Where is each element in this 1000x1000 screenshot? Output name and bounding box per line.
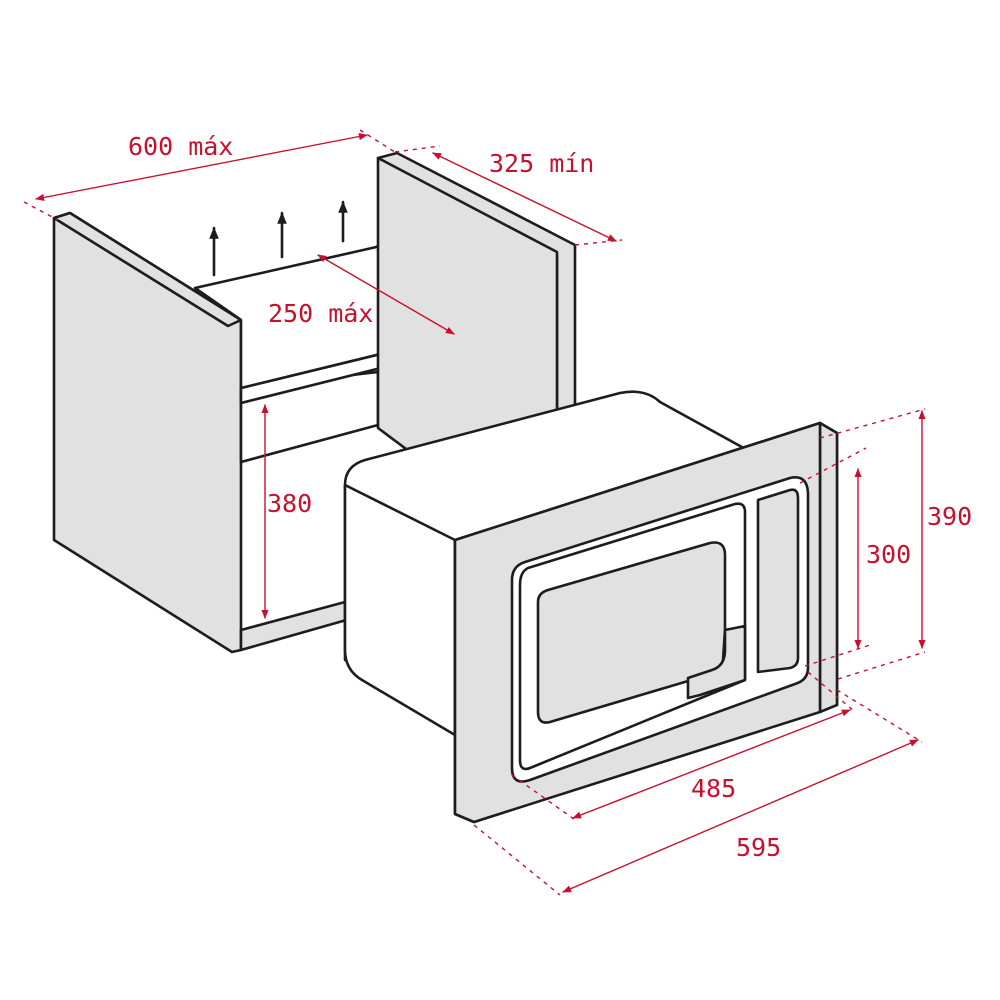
extension-line bbox=[23, 201, 59, 221]
microwave-door-corner bbox=[686, 624, 747, 700]
cabinet-left-panel bbox=[52, 211, 243, 654]
extension-line bbox=[574, 239, 623, 246]
extension-line bbox=[836, 689, 923, 743]
dim-line-600 bbox=[35, 133, 368, 201]
extension-line bbox=[394, 145, 441, 153]
dim-line-325 bbox=[432, 152, 617, 242]
label-325-min: 325 mín bbox=[489, 149, 594, 178]
label-380: 380 bbox=[267, 489, 312, 518]
dimension-lines bbox=[23, 129, 926, 896]
microwave-frame-edge bbox=[818, 421, 839, 714]
extension-line bbox=[473, 824, 561, 896]
extension-line bbox=[819, 408, 926, 439]
microwave-control-panel bbox=[756, 488, 800, 674]
label-250-max: 250 máx bbox=[268, 299, 373, 328]
dim-line-595 bbox=[562, 739, 919, 893]
extension-line bbox=[837, 651, 926, 680]
extension-line bbox=[799, 447, 867, 484]
label-390: 390 bbox=[927, 502, 972, 531]
dim-line-250 bbox=[317, 254, 455, 335]
label-600-max: 600 máx bbox=[128, 132, 233, 161]
ventilation-arrows bbox=[209, 200, 348, 277]
extension-line bbox=[359, 129, 399, 155]
dimension-labels: 600 máx 325 mín 250 máx 380 390 300 485 … bbox=[128, 132, 972, 862]
extension-line bbox=[804, 644, 871, 667]
label-485: 485 bbox=[691, 774, 736, 803]
extension-line bbox=[807, 671, 856, 713]
label-595: 595 bbox=[736, 833, 781, 862]
microwave bbox=[343, 390, 839, 824]
label-300: 300 bbox=[866, 540, 911, 569]
microwave-body-side bbox=[343, 483, 457, 737]
